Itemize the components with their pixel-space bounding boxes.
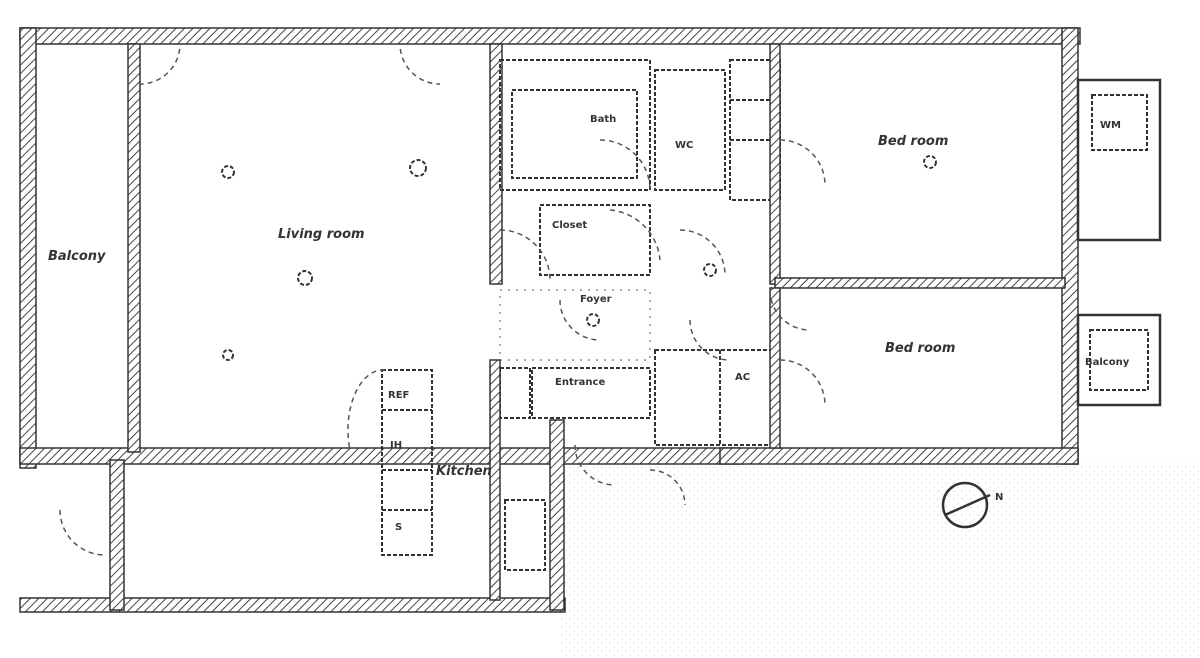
fixture-range: IH xyxy=(390,440,402,451)
room-label-entrance: Entrance xyxy=(555,377,605,388)
interior-walls xyxy=(127,43,1066,601)
ceiling-lights xyxy=(221,155,937,361)
outdoor-units xyxy=(1076,78,1162,407)
room-label-living: Living room xyxy=(278,227,365,242)
room-label-kitchen: Kitchen xyxy=(436,464,492,479)
room-label-bath: Bath xyxy=(590,114,616,125)
room-label-closet: Closet xyxy=(552,220,587,231)
compass-icon xyxy=(941,481,989,529)
compass-label: N xyxy=(995,492,1003,503)
compass: N xyxy=(941,481,1003,529)
paper-texture xyxy=(560,460,1200,658)
room-label-washer: WM xyxy=(1100,120,1121,131)
door-swings xyxy=(59,43,826,556)
room-label-balcony: Balcony xyxy=(48,249,106,264)
room-label-balcony-2: Balcony xyxy=(1085,357,1130,368)
outer-walls xyxy=(19,27,1081,613)
fixture-ac: AC xyxy=(735,372,750,383)
room-label-bedroom-2: Bed room xyxy=(885,341,955,356)
room-label-foyer: Foyer xyxy=(580,294,612,305)
fixture-sink: S xyxy=(395,522,402,533)
room-label-toilet: WC xyxy=(675,140,693,151)
room-label-bedroom-1: Bed room xyxy=(878,134,948,149)
fixture-fridge: REF xyxy=(388,390,409,401)
